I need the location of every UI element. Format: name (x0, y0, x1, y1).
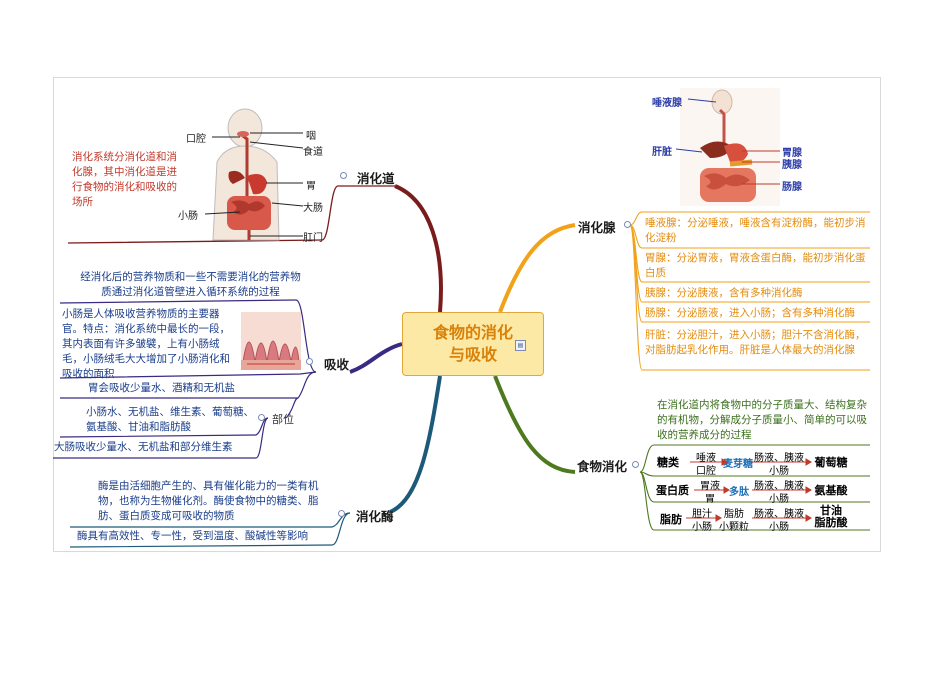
note-icon[interactable]: ▤ (515, 340, 526, 351)
branch-enzyme[interactable]: 消化酶 (356, 509, 394, 524)
nutrient-fat: 脂肪 (660, 513, 682, 526)
gland-label-salivary: 唾液腺 (652, 98, 682, 109)
protein-intermediate: 多肽 (729, 487, 749, 498)
branch-glands[interactable]: 消化腺 (578, 220, 616, 235)
fat-product: 甘油 脂肪酸 (814, 504, 848, 529)
fat-intermediate-bottom: 小颗粒 (719, 522, 749, 533)
collapse-toggle-icon[interactable] (340, 172, 347, 179)
absorption-part-label[interactable]: 部位 (272, 413, 294, 426)
organ-label-anus: 肛门 (303, 233, 323, 244)
branch-digestive-tract[interactable]: 消化道 (357, 171, 395, 186)
organ-label-mouth: 口腔 (186, 134, 206, 145)
protein-enzyme-2: 肠液、胰液 (754, 481, 804, 492)
carb-enzyme-2: 肠液、胰液 (754, 453, 804, 464)
gland-item-intestinal: 肠腺：分泌肠液，进入小肠；含有多种消化酶 (645, 307, 855, 319)
protein-product: 氨基酸 (814, 484, 848, 497)
fat-intermediate-top: 脂肪 (724, 509, 744, 520)
absorption-definition: 经消化后的营养物质和一些不需要消化的营养物质通过消化道管壁进入循环系统的过程 (80, 271, 301, 298)
nutrient-carbohydrate: 糖类 (657, 456, 679, 469)
digestive-glands-figure (680, 88, 780, 206)
carb-enzyme-1: 唾液 (696, 453, 716, 464)
protein-site-2: 小肠 (769, 494, 789, 505)
digestive-tract-desc: 消化系统分消化道和消化腺，其中消化道是进行食物的消化和吸收的场所 (72, 151, 177, 208)
carb-site-1: 口腔 (696, 466, 716, 477)
gland-label-liver: 肝脏 (652, 147, 672, 158)
nutrient-protein: 蛋白质 (656, 484, 689, 497)
intestinal-villi-figure (241, 312, 301, 370)
absorption-stomach: 胃会吸收少量水、酒精和无机盐 (88, 382, 235, 394)
branch-absorption[interactable]: 吸收 (324, 357, 350, 372)
gland-item-salivary: 唾液腺：分泌唾液，唾液含有淀粉酶，能初步消化淀粉 (645, 217, 866, 244)
collapse-toggle-icon[interactable] (624, 221, 631, 228)
absorption-small-intestine: 小肠水、无机盐、维生素、葡萄糖、氨基酸、甘油和脂肪酸 (86, 406, 254, 433)
gland-label-gastric: 胃腺 (782, 148, 802, 159)
absorption-large-intestine: 大肠吸收少量水、无机盐和部分维生素 (54, 441, 233, 453)
collapse-toggle-icon[interactable] (306, 358, 313, 365)
enzyme-definition: 酶是由活细胞产生的、具有催化能力的一类有机物，也称为生物催化剂。酶使食物中的糖类… (98, 480, 319, 522)
protein-site-1: 胃 (705, 494, 715, 505)
fat-site-1: 小肠 (692, 522, 712, 533)
small-intestine-note: 小肠是人体吸收营养物质的主要器官。特点：消化系统中最长的一段，其内表面有许多皱襞… (62, 308, 230, 380)
organ-label-stomach: 胃 (306, 181, 316, 192)
carb-intermediate: 麦芽糖 (723, 459, 753, 470)
fat-enzyme-1: 胆汁 (692, 509, 712, 520)
fat-site-2: 小肠 (769, 522, 789, 533)
gland-item-liver: 肝脏：分泌胆汁，进入小肠；胆汁不含消化酶，对脂肪起乳化作用。肝脏是人体最大的消化… (645, 329, 866, 356)
fat-enzyme-2: 肠液、胰液 (754, 509, 804, 520)
organ-label-large-intestine: 大肠 (303, 203, 323, 214)
collapse-toggle-icon[interactable] (632, 461, 639, 468)
branch-digestion[interactable]: 食物消化 (577, 459, 628, 474)
protein-enzyme-1: 胃液 (700, 481, 720, 492)
central-topic-title: 食物的消化与吸收 (432, 323, 513, 364)
organ-label-pharynx: 咽 (306, 131, 316, 142)
collapse-toggle-icon[interactable] (258, 414, 265, 421)
digestive-system-figure (212, 108, 280, 241)
gland-label-pancreas: 胰腺 (782, 160, 802, 171)
carb-product: 葡萄糖 (814, 456, 848, 469)
carb-site-2: 小肠 (769, 466, 789, 477)
gland-item-pancreas: 胰腺：分泌胰液，含有多种消化酶 (645, 287, 803, 299)
gland-item-gastric: 胃腺：分泌胃液，胃液含蛋白酶，能初步消化蛋白质 (645, 252, 866, 279)
organ-label-small-intestine: 小肠 (178, 211, 198, 222)
gland-label-intestinal: 肠腺 (782, 182, 802, 193)
digestion-definition: 在消化道内将食物中的分子质量大、结构复杂的有机物，分解成分子质量小、简单的可以吸… (657, 399, 867, 441)
enzyme-property: 酶具有高效性、专一性，受到温度、酸碱性等影响 (77, 530, 308, 542)
collapse-toggle-icon[interactable] (338, 510, 345, 517)
organ-label-esophagus: 食道 (303, 147, 323, 158)
